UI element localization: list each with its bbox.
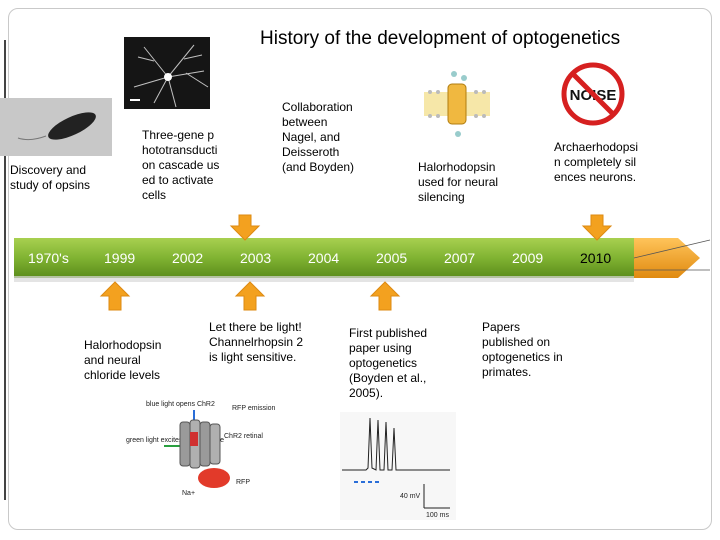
scale-mv-label: 40 mV xyxy=(400,493,421,500)
arrow-2003-up xyxy=(236,282,264,310)
halorhodopsin-membrane-image xyxy=(424,68,490,144)
arrow-1999-up xyxy=(101,282,129,310)
event-let-there-be-light: Let there be light! Channelrhopsin 2 is … xyxy=(209,320,309,365)
chr2-retinal-label: ChR2 retinal xyxy=(224,433,263,440)
arrow-2010-down xyxy=(583,215,611,240)
scale-ms-label: 100 ms xyxy=(426,512,449,519)
neuron-image xyxy=(124,37,210,109)
rfp-emission-label: RFP emission xyxy=(232,405,276,412)
spike-trace-image: 40 mV 100 ms xyxy=(338,412,458,520)
chr2-blue-label: blue light opens ChR2 xyxy=(146,401,215,408)
event-halo-silencing: Halorhodopsin used for neural silencing xyxy=(418,160,518,205)
no-noise-sign: NOISE xyxy=(555,60,631,128)
event-discovery: Discovery and study of opsins xyxy=(10,163,110,193)
event-collaboration: Collaboration between Nagel, and Deisser… xyxy=(282,100,364,175)
chr2-channel-image: blue light opens ChR2 RFP emission green… xyxy=(124,398,300,498)
rfp-label: RFP xyxy=(236,479,250,486)
bacterium-image xyxy=(0,98,112,156)
arrow-2003-down xyxy=(231,215,259,240)
arrow-2005-up xyxy=(371,282,399,310)
event-archaerhodopsin: Archaerhodopsin completely silences neur… xyxy=(554,140,640,185)
event-first-paper: First published paper using optogenetics… xyxy=(349,326,441,401)
event-halo-chloride: Halorhodopsin and neural chloride levels xyxy=(84,338,176,383)
event-three-gene: Three-gene phototransduction cascade use… xyxy=(142,128,220,203)
na-ion-label: Na+ xyxy=(182,490,195,497)
event-primates: Papers published on optogenetics in prim… xyxy=(482,320,564,380)
